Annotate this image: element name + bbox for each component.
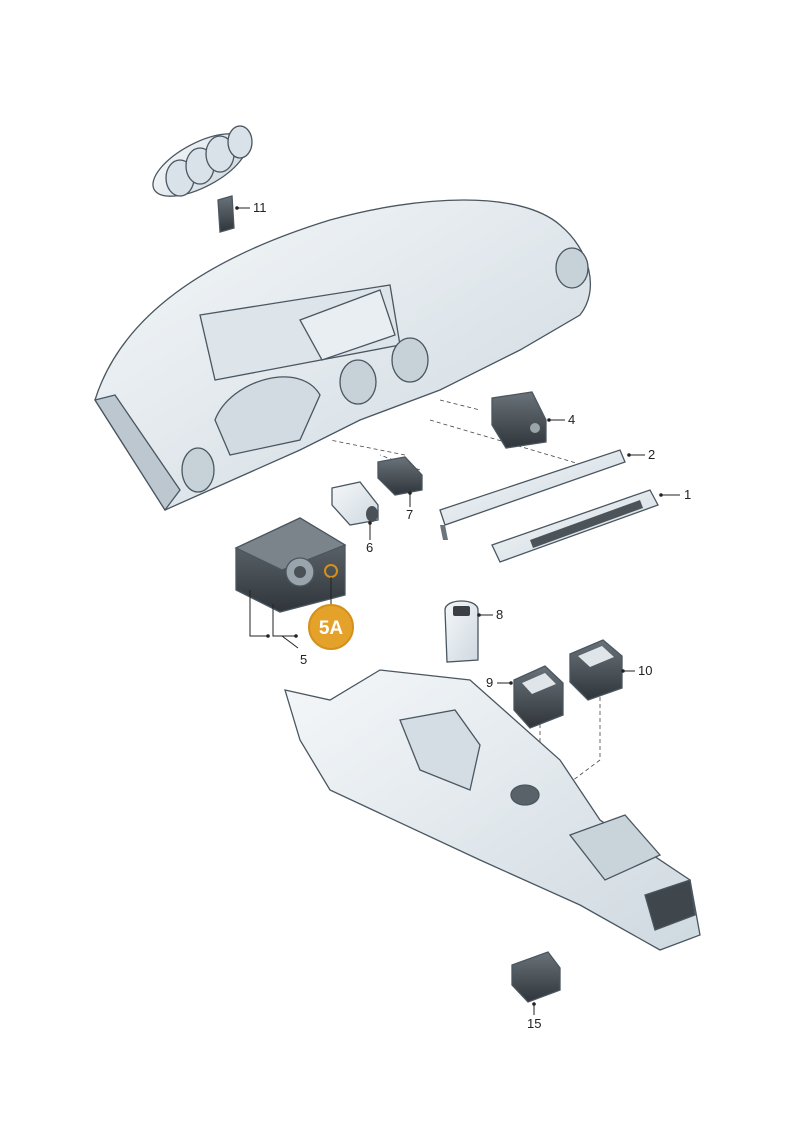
callout-10[interactable]: 10 xyxy=(638,663,652,678)
callout-2[interactable]: 2 xyxy=(648,447,655,462)
part-4-switch[interactable] xyxy=(491,391,547,449)
callout-4[interactable]: 4 xyxy=(568,412,575,427)
part-5-light-switch[interactable] xyxy=(234,517,347,613)
part-8-usb-socket[interactable] xyxy=(444,600,479,663)
part-6-switch[interactable] xyxy=(331,481,379,526)
part-10-switch[interactable] xyxy=(569,639,623,701)
callout-6[interactable]: 6 xyxy=(366,540,373,555)
part-11-switch[interactable] xyxy=(217,195,235,233)
highlight-5a-label: 5A xyxy=(319,618,344,639)
leader-lines xyxy=(235,206,680,1015)
callout-15[interactable]: 15 xyxy=(527,1016,541,1031)
highlight-5a-badge[interactable]: 5A xyxy=(308,564,354,650)
callout-1[interactable]: 1 xyxy=(684,487,691,502)
callout-8[interactable]: 8 xyxy=(496,607,503,622)
center-console xyxy=(284,669,701,951)
callout-5[interactable]: 5 xyxy=(300,652,307,667)
callout-11[interactable]: 11 xyxy=(253,200,267,215)
part-9-switch[interactable] xyxy=(513,665,564,729)
dashboard-panel xyxy=(93,199,592,512)
callout-7[interactable]: 7 xyxy=(406,507,413,522)
part-15-switch[interactable] xyxy=(511,951,561,1003)
air-vent-part xyxy=(152,125,253,197)
part-1-switch-strip[interactable] xyxy=(491,489,659,563)
part-2-trim-strip[interactable] xyxy=(439,449,626,540)
part-7-switch[interactable] xyxy=(377,456,423,496)
callout-9[interactable]: 9 xyxy=(486,675,493,690)
